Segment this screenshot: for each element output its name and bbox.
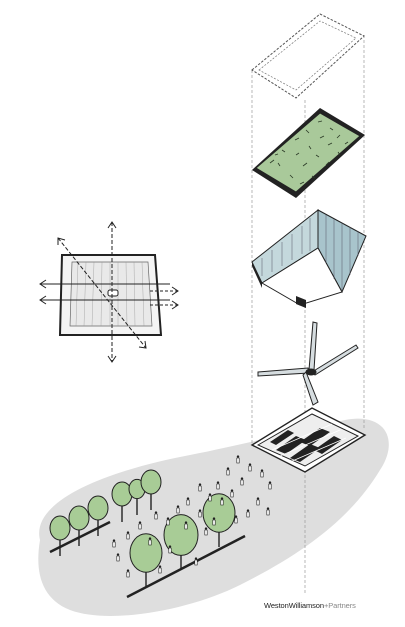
- person-icon: [112, 539, 116, 548]
- person-icon: [154, 511, 158, 520]
- tree-icon: [140, 469, 162, 510]
- tree-icon: [68, 505, 90, 546]
- person-icon: [186, 497, 190, 506]
- tree-icon: [87, 495, 109, 536]
- person-icon: [176, 505, 180, 514]
- person-icon: [260, 469, 264, 478]
- person-icon: [266, 507, 270, 516]
- person-icon: [138, 521, 142, 530]
- person-icon: [248, 463, 252, 472]
- credit-firm: WestonWilliamson: [264, 601, 324, 610]
- arrow-icon: [39, 221, 179, 363]
- practice-credit: WestonWilliamson+Partners: [264, 601, 356, 610]
- person-icon: [198, 483, 202, 492]
- person-icon: [240, 477, 244, 486]
- person-icon: [230, 489, 234, 498]
- person-icon: [158, 565, 162, 574]
- planter-strip: [126, 534, 246, 599]
- person-icon: [148, 537, 152, 546]
- person-icon: [194, 557, 198, 566]
- tree-icon: [129, 533, 163, 587]
- court-paving-pattern: [270, 428, 342, 462]
- person-icon: [234, 515, 238, 524]
- cross-structure-layer: [257, 321, 359, 406]
- trees-group: [49, 469, 246, 599]
- person-icon: [256, 497, 260, 506]
- person-icon: [212, 517, 216, 526]
- person-icon: [236, 455, 240, 464]
- person-icon: [208, 493, 212, 502]
- person-icon: [204, 527, 208, 536]
- planter-strip: [49, 520, 111, 554]
- person-icon: [220, 497, 224, 506]
- credit-suffix: +Partners: [323, 601, 356, 610]
- tree-icon: [202, 493, 236, 547]
- person-icon: [166, 517, 170, 526]
- person-icon: [268, 481, 272, 490]
- person-icon: [198, 509, 202, 518]
- person-icon: [216, 481, 220, 490]
- roof-planting-marks: [269, 120, 349, 185]
- roof-outline-layer: [251, 13, 365, 99]
- person-icon: [126, 531, 130, 540]
- person-icon: [184, 521, 188, 530]
- person-icon: [168, 545, 172, 554]
- person-icon: [116, 553, 120, 562]
- tree-icon: [163, 514, 199, 570]
- person-icon: [226, 467, 230, 476]
- people-group: [112, 455, 272, 578]
- green-roof-layer: [252, 108, 365, 198]
- person-icon: [246, 509, 250, 518]
- tree-icon: [49, 515, 71, 556]
- sunken-court-layer: [250, 407, 367, 473]
- person-icon: [126, 569, 130, 578]
- plan-diagram: [39, 221, 179, 363]
- glass-enclosure-layer: [251, 208, 367, 308]
